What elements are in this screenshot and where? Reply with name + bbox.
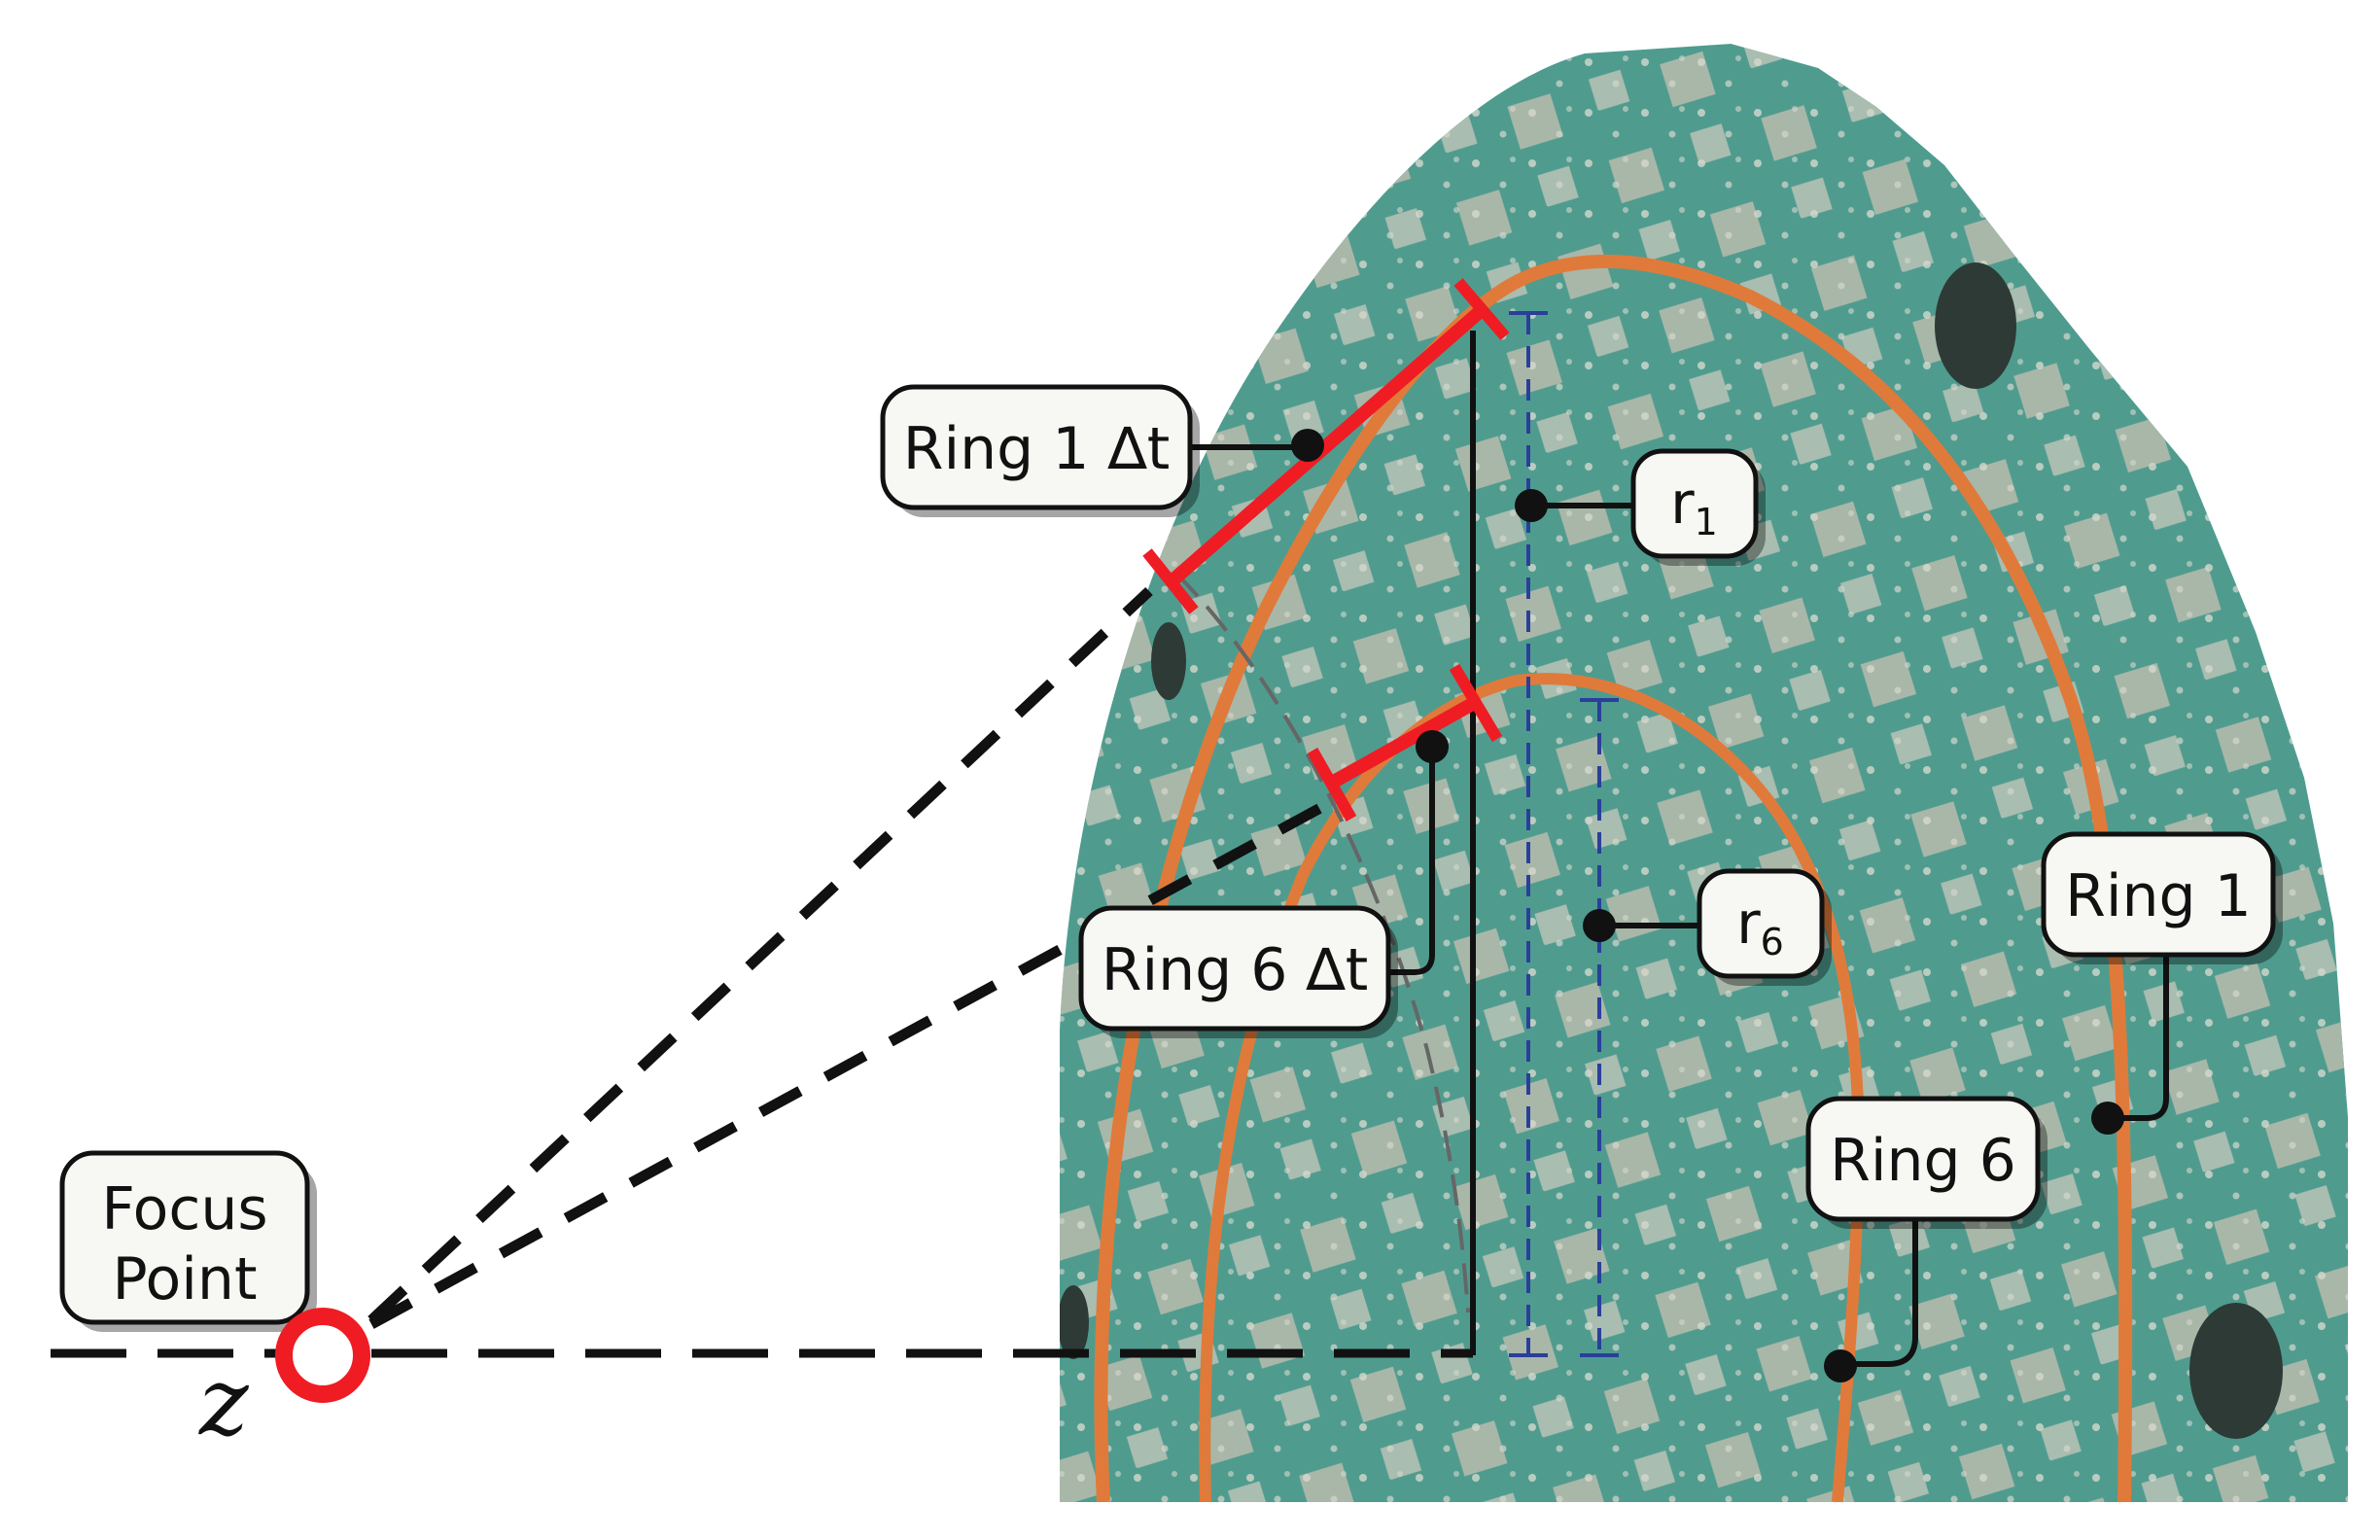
label-r6: r6 bbox=[1697, 868, 1832, 986]
leader-ring-1 bbox=[2091, 951, 2169, 1135]
label-ring-1-text: Ring 1 bbox=[2065, 862, 2252, 930]
board-vias bbox=[1060, 44, 2348, 1502]
focus-point-icon bbox=[275, 1308, 370, 1403]
label-ring-6-text: Ring 6 bbox=[1830, 1127, 2016, 1195]
leader-r6 bbox=[1583, 909, 1699, 942]
ring-6-delta-bar bbox=[1307, 663, 1503, 822]
focal-arc bbox=[1174, 572, 1470, 1313]
label-ring-6-dt-text: Ring 6 ∆t bbox=[1102, 936, 1368, 1004]
z-axis-label: z bbox=[198, 1348, 250, 1456]
black-dot-icon bbox=[1583, 909, 1616, 942]
ray-ring-1 bbox=[368, 586, 1153, 1325]
black-dot-icon bbox=[1416, 730, 1449, 763]
label-r1-sub: 1 bbox=[1695, 501, 1718, 543]
leader-r1 bbox=[1515, 489, 1633, 522]
ray-ring-6 bbox=[368, 802, 1325, 1329]
label-r6-sub: 6 bbox=[1761, 921, 1784, 963]
leader-ring-1-dt bbox=[1191, 429, 1324, 462]
label-ring-1-dt: Ring 1 ∆t bbox=[880, 384, 1200, 517]
leader-ring-6-dt bbox=[1385, 730, 1449, 975]
label-r1: r1 bbox=[1630, 448, 1766, 566]
leader-ring-6 bbox=[1824, 1206, 1918, 1382]
label-ring-6-dt: Ring 6 ∆t bbox=[1078, 905, 1398, 1038]
black-dot-icon bbox=[1515, 489, 1548, 522]
focus-label-line2: Point bbox=[113, 1245, 258, 1313]
ring-6-trace bbox=[1199, 673, 1865, 1502]
focus-label-line1: Focus bbox=[101, 1175, 267, 1243]
mounting-hole bbox=[1935, 262, 2016, 389]
transducer-board bbox=[1060, 44, 2348, 1502]
black-dot-icon bbox=[1291, 429, 1324, 462]
label-ring-1: Ring 1 bbox=[2041, 831, 2283, 964]
radius-r1 bbox=[1509, 311, 1548, 1357]
label-r6-base: r bbox=[1736, 890, 1761, 958]
label-r1-base: r bbox=[1670, 470, 1695, 538]
label-ring-6: Ring 6 bbox=[1805, 1096, 2048, 1229]
ring-1-delta-bar bbox=[1142, 278, 1510, 614]
black-dot-icon bbox=[1824, 1349, 1857, 1382]
label-ring-1-dt-text: Ring 1 ∆t bbox=[903, 415, 1170, 483]
radius-r6 bbox=[1580, 698, 1619, 1357]
label-focus-point: Focus Point bbox=[59, 1150, 317, 1332]
mounting-hole bbox=[1060, 1285, 1089, 1359]
black-dot-icon bbox=[2091, 1102, 2124, 1135]
mounting-hole bbox=[1151, 622, 1186, 700]
svg-text:r1: r1 bbox=[1670, 470, 1718, 543]
mounting-hole bbox=[2189, 1303, 2283, 1439]
svg-text:r6: r6 bbox=[1736, 890, 1784, 963]
